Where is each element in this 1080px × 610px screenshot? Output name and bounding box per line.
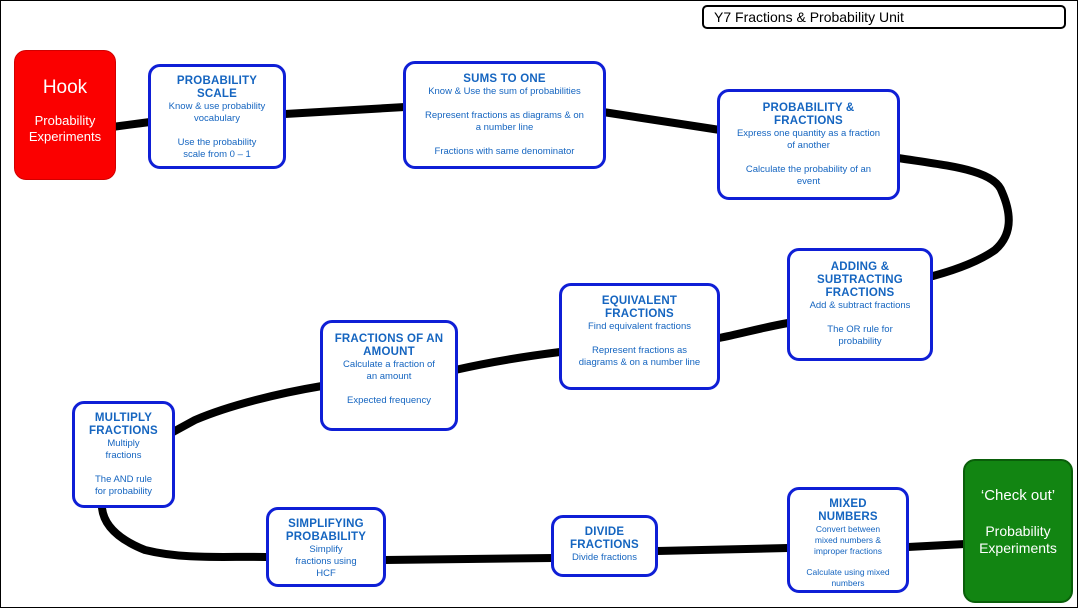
node-title: PROBABILITY xyxy=(285,531,367,543)
node-text: improper fractions xyxy=(813,546,883,556)
node-text: Find equivalent fractions xyxy=(588,321,691,332)
node-title: FRACTIONS xyxy=(825,287,895,299)
node-title: NUMBERS xyxy=(818,511,878,523)
node-text: Add & subtract fractions xyxy=(809,300,911,311)
node-probability-scale: PROBABILITY SCALE Know & use probability… xyxy=(148,64,286,169)
node-title: SUBTRACTING xyxy=(817,274,903,286)
node-text: Calculate using mixed xyxy=(806,567,890,577)
node-text: Represent fractions as diagrams & on xyxy=(425,110,584,121)
node-title: AMOUNT xyxy=(363,346,415,358)
node-text: an amount xyxy=(366,371,412,382)
node-text: event xyxy=(796,176,821,187)
checkout-box: ‘Check out’ Probability Experiments xyxy=(963,459,1073,603)
node-text: a number line xyxy=(475,122,534,133)
node-equivalent-fractions: EQUIVALENT FRACTIONS Find equivalent fra… xyxy=(559,283,720,390)
node-text: diagrams & on a number line xyxy=(578,357,701,368)
node-text: vocabulary xyxy=(194,113,240,124)
node-title: PROBABILITY & xyxy=(762,102,855,114)
node-simplifying-probability: SIMPLIFYING PROBABILITY Simplify fractio… xyxy=(266,507,386,587)
node-text: Calculate a fraction of xyxy=(343,359,435,370)
node-text: Know & Use the sum of probabilities xyxy=(428,86,581,97)
node-text: fractions using xyxy=(295,556,357,567)
node-text: numbers xyxy=(831,578,865,588)
node-mixed-numbers: MIXED NUMBERS Convert between mixed numb… xyxy=(787,487,909,593)
node-title: EQUIVALENT xyxy=(601,295,678,307)
node-title: FRACTIONS xyxy=(774,115,843,127)
node-text: mixed numbers & xyxy=(814,535,882,545)
node-text: Fractions with same denominator xyxy=(434,146,575,157)
node-title: FRACTIONS OF AN xyxy=(334,333,444,345)
node-text: scale from 0 – 1 xyxy=(183,149,251,160)
node-text: Convert between xyxy=(815,524,881,534)
node-fractions-of-amount: FRACTIONS OF AN AMOUNT Calculate a fract… xyxy=(320,320,458,431)
node-text: fractions xyxy=(105,450,142,461)
node-probability-fractions: PROBABILITY & FRACTIONS Express one quan… xyxy=(717,89,900,200)
node-divide-fractions: DIVIDE FRACTIONS Divide fractions xyxy=(551,515,658,577)
node-text: Simplify xyxy=(309,544,343,555)
node-sums-to-one: SUMS TO ONE Know & Use the sum of probab… xyxy=(403,61,606,169)
hook-heading: Hook xyxy=(42,77,88,98)
node-title: DIVIDE xyxy=(584,526,625,538)
node-text: Multiply xyxy=(107,438,140,449)
node-text: Represent fractions as xyxy=(591,345,688,356)
node-title: SIMPLIFYING xyxy=(288,518,364,530)
node-title: SCALE xyxy=(197,88,237,100)
node-title: FRACTIONS xyxy=(570,539,639,551)
node-adding-subtracting: ADDING & SUBTRACTING FRACTIONS Add & sub… xyxy=(787,248,933,361)
node-text: HCF xyxy=(316,568,336,579)
unit-title: Y7 Fractions & Probability Unit xyxy=(702,5,1066,29)
node-title: PROBABILITY xyxy=(176,75,258,87)
node-text: Express one quantity as a fraction xyxy=(736,128,881,139)
hook-line1: Probability xyxy=(34,113,96,128)
node-text: Use the probability xyxy=(177,137,257,148)
node-text: for probability xyxy=(94,486,153,497)
hook-line2: Experiments xyxy=(28,129,102,144)
node-text: The OR rule for xyxy=(827,324,893,335)
node-title: MULTIPLY xyxy=(94,412,153,424)
path-line xyxy=(98,103,1013,564)
node-text: Divide fractions xyxy=(572,552,637,563)
node-text: The AND rule xyxy=(94,474,153,485)
node-text: Expected frequency xyxy=(347,395,431,406)
node-text: of another xyxy=(787,140,830,151)
node-title: ADDING & xyxy=(830,261,890,273)
node-title: SUMS TO ONE xyxy=(463,73,546,85)
node-title: FRACTIONS xyxy=(89,425,158,437)
node-title: MIXED xyxy=(829,498,867,510)
node-text: Calculate the probability of an xyxy=(745,164,872,175)
checkout-line2: Experiments xyxy=(979,540,1057,556)
node-text: probability xyxy=(838,336,882,347)
node-multiply-fractions: MULTIPLY FRACTIONS Multiply fractions Th… xyxy=(72,401,175,508)
node-title: FRACTIONS xyxy=(605,308,674,320)
node-text: Know & use probability xyxy=(168,101,266,112)
checkout-heading: ‘Check out’ xyxy=(980,487,1056,504)
checkout-line1: Probability xyxy=(985,523,1051,539)
hook-box: Hook Probability Experiments xyxy=(14,50,116,180)
